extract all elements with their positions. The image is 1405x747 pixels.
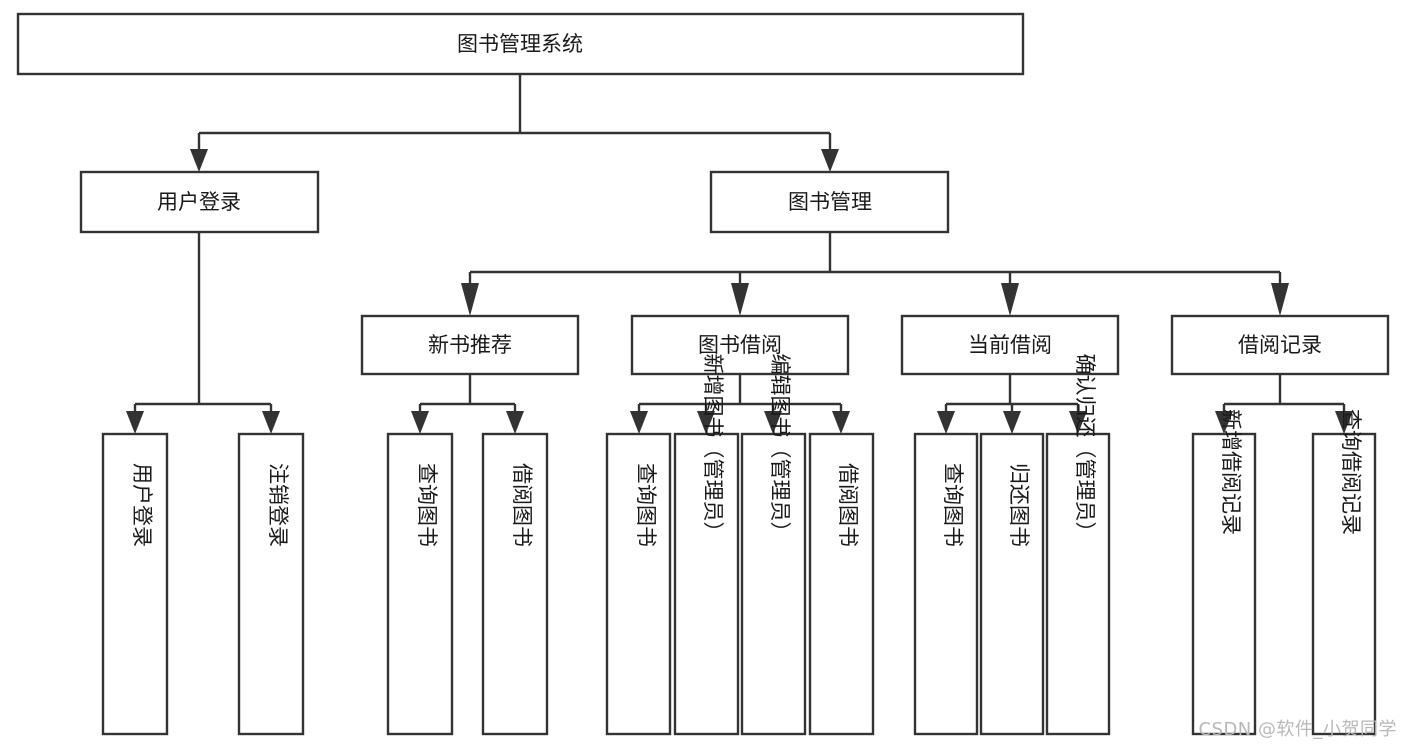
node-leaf-query-book-borrow-box[interactable] (605, 432, 672, 736)
arrow-head-user-login (190, 149, 208, 172)
node-leaf-confirm-return-admin-box[interactable] (1045, 432, 1111, 736)
node-leaf-return-book-box[interactable] (979, 432, 1045, 736)
node-leaf-add-book-admin-box[interactable] (673, 432, 740, 736)
node-book-borrow-label: 图书借阅 (698, 333, 782, 357)
arrow-head-leaf-query-book-borrow (630, 411, 648, 434)
node-leaf-borrow-book-box[interactable] (808, 432, 875, 736)
arrow-head-leaf-return-book (1003, 411, 1021, 434)
arrow-head-leaf-query-book-current (937, 411, 955, 434)
arrow-head-leaf-borrow-book-recommend (506, 411, 524, 434)
arrow-head-borrow-record (1271, 283, 1289, 316)
node-leaf-query-borrow-record-box[interactable] (1311, 432, 1377, 736)
node-leaf-borrow-book-recommend-label: 借阅图书 (510, 463, 534, 547)
arrow-head-current-borrow (1001, 283, 1019, 316)
arrow-head-book-management (821, 149, 839, 172)
arrow-head-leaf-user-login (126, 411, 144, 434)
node-new-book-recommend-box[interactable] (360, 314, 580, 376)
node-leaf-edit-book-admin-label: 编辑图书（管理员） (768, 354, 792, 543)
node-new-book-recommend[interactable]: 新书推荐 (360, 314, 580, 376)
node-leaf-borrow-book-recommend[interactable]: 借阅图书 (481, 432, 549, 736)
node-leaf-query-borrow-record[interactable]: 查询借阅记录 (1311, 409, 1377, 736)
node-leaf-user-logout-label: 注销登录 (266, 463, 290, 547)
node-borrow-record[interactable]: 借阅记录 (1170, 314, 1390, 376)
arrow-head-leaf-user-logout (262, 411, 280, 434)
arrow-head-book-borrow (731, 283, 749, 316)
node-leaf-edit-book-admin-box[interactable] (740, 432, 807, 736)
node-leaf-edit-book-admin[interactable]: 编辑图书（管理员） (740, 354, 807, 736)
node-leaf-query-book-recommend-box[interactable] (386, 432, 454, 736)
node-leaf-add-borrow-record-label: 新增借阅记录 (1219, 409, 1243, 535)
arrow-head-leaf-query-book-recommend (411, 411, 429, 434)
node-leaf-borrow-book-label: 借阅图书 (836, 463, 860, 547)
node-current-borrow[interactable]: 当前借阅 (900, 314, 1120, 376)
csdn-watermark: CSDN @软件_小贺同学 (1198, 719, 1397, 740)
node-leaf-query-book-recommend-label: 查询图书 (415, 463, 439, 547)
arrow-head-leaf-add-borrow-record (1215, 411, 1233, 434)
node-leaf-borrow-book[interactable]: 借阅图书 (808, 432, 875, 736)
node-book-borrow[interactable]: 图书借阅 (630, 314, 850, 376)
node-leaf-query-book-current[interactable]: 查询图书 (913, 432, 979, 736)
node-leaf-add-borrow-record-box[interactable] (1191, 432, 1257, 736)
node-leaf-query-book-borrow[interactable]: 查询图书 (605, 432, 672, 736)
node-book-management-label: 图书管理 (788, 190, 872, 214)
node-book-management[interactable]: 图书管理 (709, 170, 950, 234)
node-user-login-box[interactable] (79, 170, 320, 234)
node-root-label: 图书管理系统 (457, 32, 583, 56)
node-leaf-return-book-label: 归还图书 (1007, 463, 1031, 547)
arrow-head-leaf-borrow-book (832, 411, 850, 434)
arrow-head-leaf-add-book-admin (697, 411, 715, 434)
node-new-book-recommend-label: 新书推荐 (428, 333, 512, 357)
node-leaf-return-book[interactable]: 归还图书 (979, 432, 1045, 736)
node-root[interactable]: 图书管理系统 (16, 12, 1025, 76)
node-leaf-user-logout-box[interactable] (237, 432, 305, 736)
node-leaf-confirm-return-admin[interactable]: 确认归还（管理员） (1045, 354, 1111, 736)
node-leaf-query-book-current-label: 查询图书 (941, 463, 965, 547)
node-root-box[interactable] (16, 12, 1025, 76)
node-current-borrow-label: 当前借阅 (968, 333, 1052, 357)
arrow-head-leaf-edit-book-admin (764, 411, 782, 434)
node-leaf-confirm-return-admin-label: 确认归还（管理员） (1073, 354, 1097, 543)
node-leaf-user-logout[interactable]: 注销登录 (237, 432, 305, 736)
arrow-head-new-book-recommend (461, 283, 479, 316)
node-user-login-label: 用户登录 (157, 190, 241, 214)
node-leaf-query-book-current-box[interactable] (913, 432, 979, 736)
node-leaf-user-login-box[interactable] (101, 432, 169, 736)
node-leaf-query-borrow-record-label: 查询借阅记录 (1339, 409, 1363, 535)
arrow-head-leaf-confirm-return-admin (1069, 411, 1087, 434)
node-leaf-query-book-recommend[interactable]: 查询图书 (386, 432, 454, 736)
node-leaf-borrow-book-recommend-box[interactable] (481, 432, 549, 736)
node-leaf-add-book-admin-label: 新增图书（管理员） (701, 354, 725, 543)
node-borrow-record-label: 借阅记录 (1238, 333, 1322, 357)
node-book-management-box[interactable] (709, 170, 950, 234)
connector-layer (126, 74, 1353, 434)
arrow-head-leaf-query-borrow-record (1335, 411, 1353, 434)
node-user-login[interactable]: 用户登录 (79, 170, 320, 234)
node-book-borrow-box[interactable] (630, 314, 850, 376)
node-borrow-record-box[interactable] (1170, 314, 1390, 376)
node-leaf-add-book-admin[interactable]: 新增图书（管理员） (673, 354, 740, 736)
node-current-borrow-box[interactable] (900, 314, 1120, 376)
node-leaf-user-login-label: 用户登录 (130, 463, 154, 547)
node-leaf-add-borrow-record[interactable]: 新增借阅记录 (1191, 409, 1257, 736)
node-leaf-user-login[interactable]: 用户登录 (101, 432, 169, 736)
node-leaf-query-book-borrow-label: 查询图书 (634, 463, 658, 547)
